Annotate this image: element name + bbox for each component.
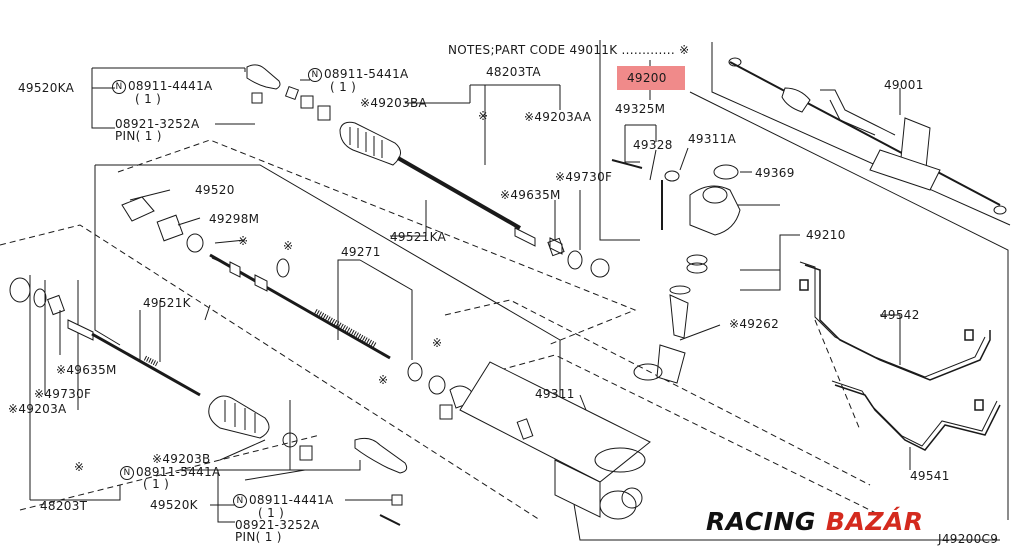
boot-top <box>339 121 563 255</box>
tie-rod-left <box>9 277 313 461</box>
part-08921-3252a-top: 08921-3252A <box>115 117 200 131</box>
pin-label: PIN( 1 ) <box>235 530 282 544</box>
part-08921-3252a-bot: 08921-3252A <box>235 518 320 532</box>
part-49203b: ※49203B <box>152 452 211 466</box>
part-49541: 49541 <box>910 469 950 483</box>
part-49298m: 49298M <box>209 212 260 226</box>
clip-rings-top <box>547 237 610 278</box>
tie-rod-end-top <box>246 64 331 121</box>
part-49520ka: 49520KA <box>18 81 75 95</box>
part-49311: 49311 <box>535 387 575 401</box>
brand-word-bazar: BAZÁR <box>825 506 924 536</box>
dashed-outlines <box>0 139 881 521</box>
pinion-valve-assembly <box>611 159 741 384</box>
asterisk-mark: ※ <box>432 336 443 350</box>
part-49369: 49369 <box>755 166 795 180</box>
part-49203aa: ※49203AA <box>524 110 592 124</box>
circle-n-icon: N <box>308 68 322 82</box>
part-code: 08911-4441A <box>249 493 334 507</box>
part-49311a: 49311A <box>688 132 737 146</box>
part-49730f-left: ※49730F <box>34 387 92 401</box>
racing-bazar-logo: RACING BAZÁR <box>706 506 998 536</box>
qty-label: ( 1 ) <box>330 80 357 94</box>
part-49200: 49200 <box>627 71 667 85</box>
part-49635m-top: ※49635M <box>500 188 561 202</box>
part-49325m: 49325M <box>615 102 666 116</box>
part-49520k: 49520K <box>150 498 198 512</box>
circle-n-icon: N <box>112 80 126 94</box>
part-49542: 49542 <box>880 308 920 322</box>
hose-lines <box>799 261 1001 451</box>
part-code: 08911-5441A <box>136 465 221 479</box>
diagram-code: J49200C9 <box>938 532 999 546</box>
circle-n-icon: N <box>233 494 247 508</box>
qty-label: ( 1 ) <box>258 506 285 520</box>
part-49521ka: 49521KA <box>390 230 447 244</box>
part-49262: ※49262 <box>729 317 780 331</box>
qty-label: ( 1 ) <box>143 477 170 491</box>
part-49271: 49271 <box>341 245 381 259</box>
asterisk-mark: ※ <box>74 460 85 474</box>
part-code: 08911-5441A <box>324 67 409 81</box>
circle-n-icon: N <box>120 466 134 480</box>
qty-label: ( 1 ) <box>135 92 162 106</box>
part-49001: 49001 <box>884 78 924 92</box>
brand-word-racing: RACING <box>706 506 816 536</box>
part-49730f-top: ※49730F <box>555 170 613 184</box>
part-48203ta: 48203TA <box>486 65 541 79</box>
gear-housing <box>459 361 651 520</box>
asterisk-mark: ※ <box>283 239 294 253</box>
part-49210: 49210 <box>806 228 846 242</box>
part-49328: 49328 <box>633 138 673 152</box>
rack-assembly-49001 <box>728 57 1007 215</box>
part-49635m-left: ※49635M <box>56 363 117 377</box>
tie-rod-end-bottom <box>354 437 408 526</box>
part-48203t: 48203T <box>40 499 88 513</box>
leader-lines <box>29 60 911 523</box>
part-49521k: 49521K <box>143 296 191 310</box>
highlight-box <box>617 66 685 90</box>
asterisk-mark: ※ <box>478 109 489 123</box>
asterisk-mark: ※ <box>378 373 389 387</box>
part-49520: 49520 <box>195 183 235 197</box>
part-code: 08911-4441A <box>128 79 213 93</box>
asterisk-mark: ※ <box>238 234 249 248</box>
notes-part-code: NOTES;PART CODE 49011K ............. ※ <box>448 43 690 57</box>
part-49203a: ※49203A <box>8 402 67 416</box>
part-49203ba: ※49203BA <box>360 96 428 110</box>
pin-label: PIN( 1 ) <box>115 129 162 143</box>
